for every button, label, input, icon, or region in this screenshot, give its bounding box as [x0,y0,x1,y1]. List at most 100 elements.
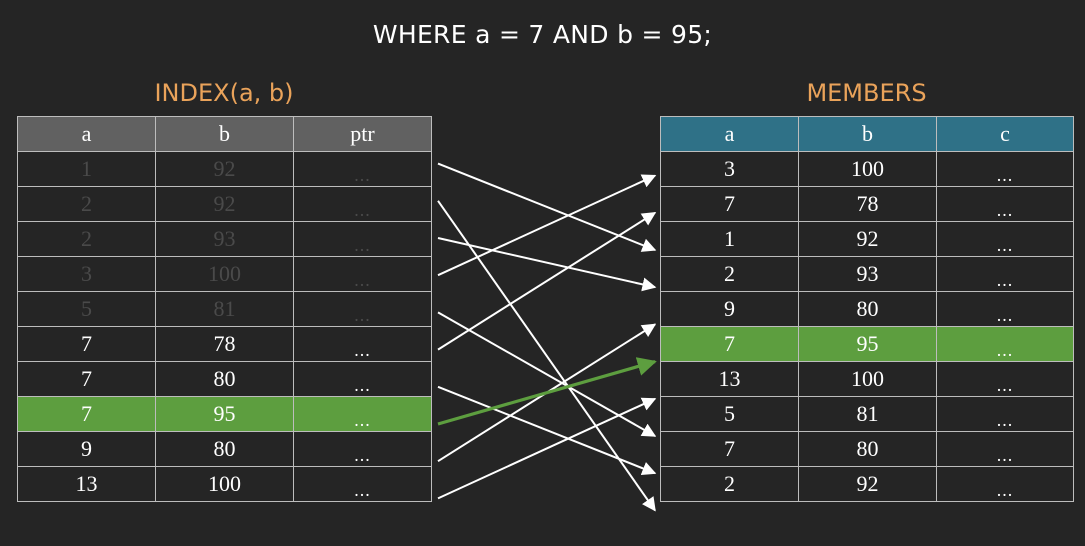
index-cell-b: 80 [155,431,294,467]
index-cell-a: 9 [17,431,156,467]
members-cell-a-text: 5 [724,401,735,426]
index-cell-ptr-text: ... [354,340,371,360]
members-cell-b: 100 [798,361,937,397]
index-row: 7 95... [17,396,432,432]
members-cell-b-text: 80 [856,436,879,461]
members-cell-c: ... [936,221,1074,257]
members-row: 2 93... [660,256,1074,292]
members-cell-c-text: ... [996,480,1014,500]
index-cell-ptr-text: ... [354,375,371,395]
index-cell-b: 95 [155,396,294,432]
index-cell-ptr-text: ... [354,200,371,220]
index-cell-b: 92 [155,151,294,187]
index-cell-a-text: 3 [81,261,92,286]
index-cell-ptr: ... [293,186,432,222]
index-cell-a: 13 [17,466,156,502]
index-cell-a-text: 7 [81,401,92,426]
members-cell-c-text: ... [996,445,1014,465]
index-cell-b-text: 95 [213,401,236,426]
members-header-row: a b c [660,116,1074,152]
members-row: 13 100... [660,361,1074,397]
index-header-ptr: ptr [293,116,432,152]
members-cell-b: 93 [798,256,937,292]
index-header-b: b [155,116,294,152]
members-cell-a: 13 [660,361,799,397]
query-text: WHERE a = 7 AND b = 95; [372,20,713,49]
members-cell-a-text: 1 [724,226,735,251]
members-cell-c-text: ... [996,200,1014,220]
index-cell-b-text: 81 [213,296,236,321]
index-row: 7 80... [17,361,432,397]
members-cell-b: 95 [798,326,937,362]
index-cell-b-text: 93 [213,226,236,251]
pointer-arrow [437,385,657,476]
members-cell-c-text: ... [996,410,1014,430]
index-cell-a-text: 9 [81,436,92,461]
index-cell-a: 1 [17,151,156,187]
index-cell-a: 7 [17,396,156,432]
index-cell-a-text: 7 [81,331,92,356]
members-header-c: c [936,116,1074,152]
index-cell-ptr-text: ... [354,445,371,465]
index-cell-b: 80 [155,361,294,397]
index-cell-a: 7 [17,361,156,397]
members-cell-c-text: ... [996,305,1014,325]
members-cell-a-text: 2 [724,261,735,286]
pointer-arrow [437,200,656,512]
members-cell-a-text: 7 [724,191,735,216]
index-cell-b: 93 [155,221,294,257]
members-cell-c-text: ... [996,340,1014,360]
index-cell-ptr-text: ... [354,305,371,325]
pointer-arrow [437,174,657,277]
members-cell-c: ... [936,466,1074,502]
members-cell-a: 7 [660,326,799,362]
members-cell-a: 2 [660,256,799,292]
pointer-arrow [437,311,657,437]
index-cell-a-text: 1 [81,156,92,181]
pointer-arrow [437,211,657,351]
members-cell-c-text: ... [996,375,1014,395]
members-cell-a-text: 7 [724,331,735,356]
index-cell-b: 100 [155,466,294,502]
index-cell-b-text: 100 [208,471,241,496]
index-cell-a: 7 [17,326,156,362]
members-cell-a-text: 3 [724,156,735,181]
members-cell-b-text: 100 [851,366,884,391]
members-row: 7 95... [660,326,1074,362]
members-cell-c: ... [936,396,1074,432]
pointer-arrow [437,162,657,252]
index-cell-b-text: 92 [213,191,236,216]
members-cell-b: 92 [798,466,937,502]
index-cell-b-text: 92 [213,156,236,181]
members-cell-b-text: 92 [856,226,879,251]
index-cell-ptr-text: ... [354,480,371,500]
index-cell-ptr-text: ... [354,410,371,430]
members-cell-b-text: 78 [856,191,879,216]
members-header-a: a [660,116,799,152]
members-cell-a: 9 [660,291,799,327]
index-cell-b-text: 80 [213,366,236,391]
members-cell-b-text: 100 [851,156,884,181]
members-cell-c: ... [936,151,1074,187]
index-table-title: INDEX(a, b) [154,79,294,107]
index-cell-a-text: 2 [81,226,92,251]
members-cell-c-text: ... [996,270,1014,290]
index-cell-a-text: 13 [75,471,98,496]
members-cell-b-text: 93 [856,261,879,286]
members-cell-a-text: 9 [724,296,735,321]
index-cell-ptr-text: ... [354,235,371,255]
pointer-arrow-highlight [437,357,657,426]
members-cell-a-text: 7 [724,436,735,461]
index-cell-b: 92 [155,186,294,222]
index-row: 13 100... [17,466,432,502]
members-cell-a: 7 [660,431,799,467]
members-row: 3 100... [660,151,1074,187]
index-cell-b: 100 [155,256,294,292]
members-cell-c: ... [936,256,1074,292]
